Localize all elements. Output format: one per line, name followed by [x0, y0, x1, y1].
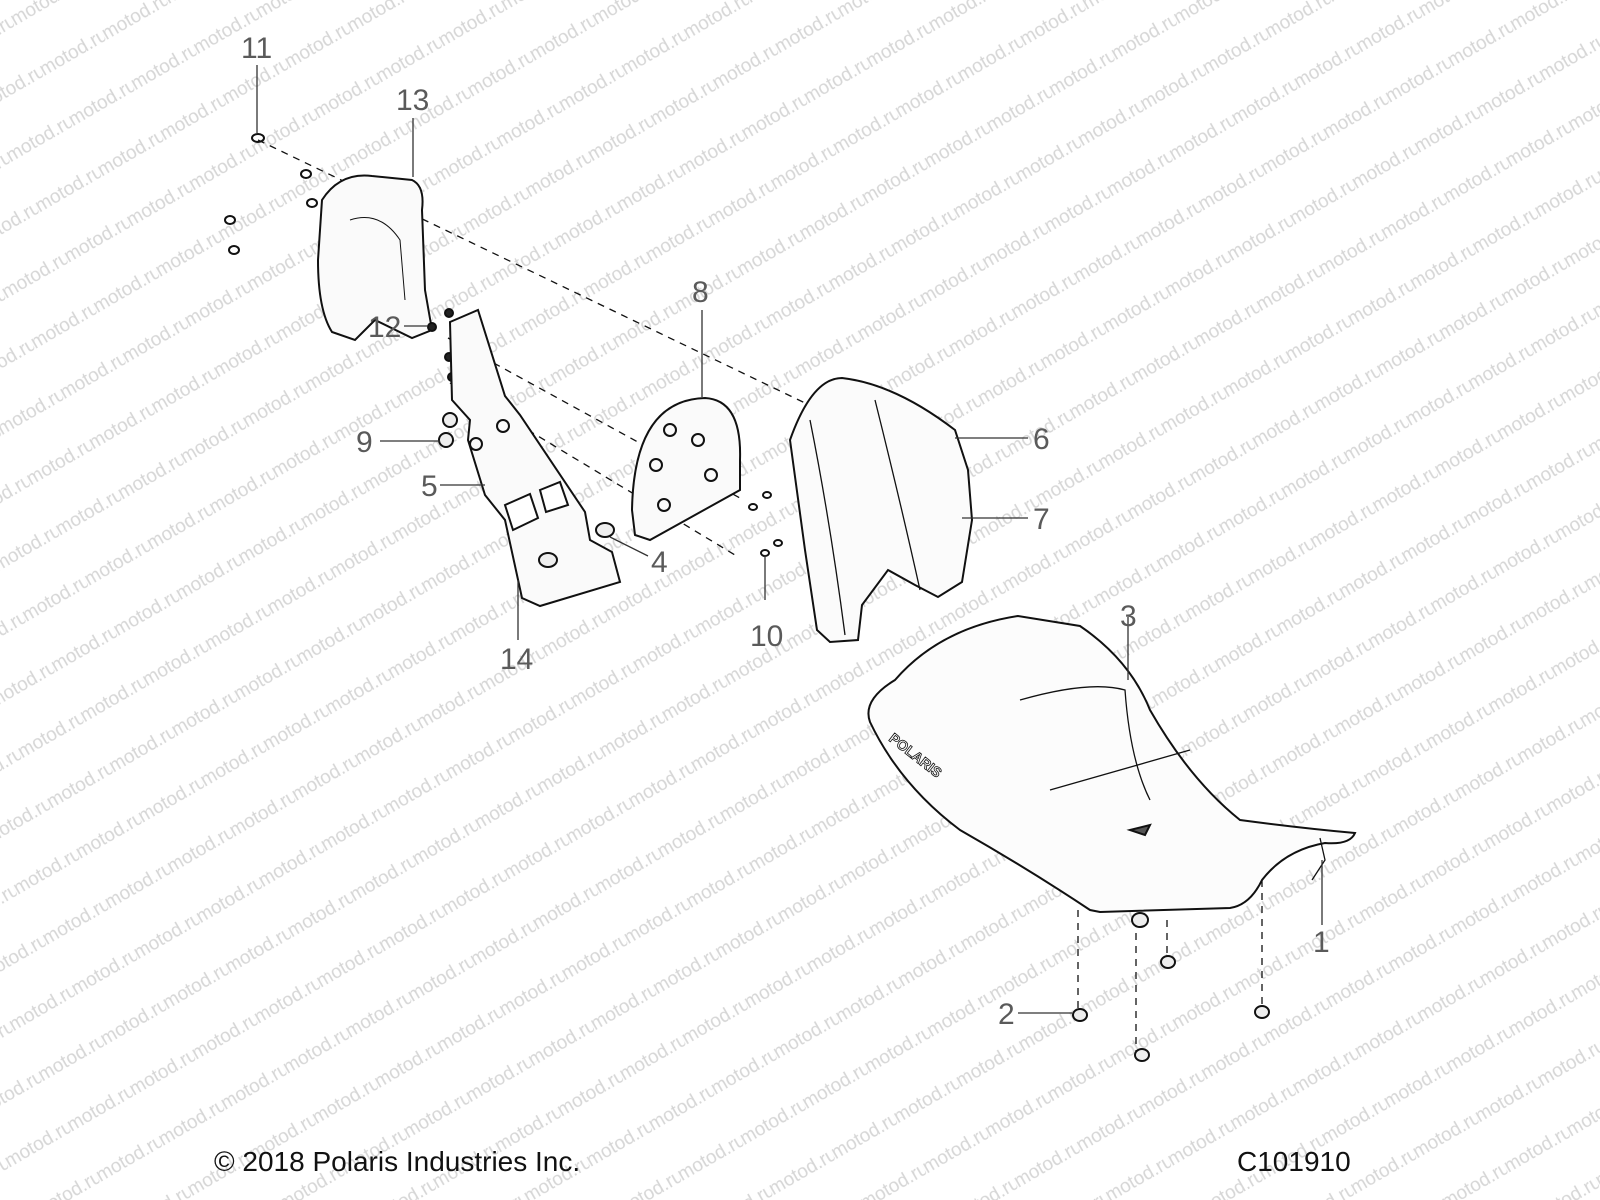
part-3-seat [867, 614, 1357, 914]
part-8-base-plate [630, 396, 742, 542]
callout-3: 3 [1120, 600, 1137, 633]
callout-4: 4 [651, 546, 668, 579]
callout-1: 1 [1313, 926, 1330, 959]
figure-code: C101910 [1237, 1146, 1351, 1177]
callout-7: 7 [1033, 503, 1050, 536]
callout-13: 13 [396, 84, 430, 117]
plate-holes [649, 423, 718, 512]
callout-11: 11 [241, 32, 273, 65]
copyright-text: © 2018 Polaris Industries Inc. [214, 1146, 581, 1177]
callout-8: 8 [692, 276, 709, 309]
callout-5: 5 [421, 470, 438, 503]
part-13-rear-cover [316, 174, 434, 342]
bumpers-2 [1072, 912, 1270, 1062]
screws-10 [748, 491, 783, 557]
leader-lines [256, 65, 1323, 1014]
callout-6: 6 [1033, 423, 1050, 456]
screws-11 [224, 133, 318, 255]
callout-2: 2 [998, 998, 1015, 1031]
bushings-9 [438, 412, 458, 448]
knobs-4 [538, 522, 615, 568]
callout-14: 14 [500, 643, 534, 676]
callout-9: 9 [356, 426, 373, 459]
part-6-backrest-pad [788, 376, 974, 644]
part-5-bracket [448, 308, 622, 608]
callout-10: 10 [750, 620, 784, 653]
callout-12: 12 [368, 311, 402, 344]
